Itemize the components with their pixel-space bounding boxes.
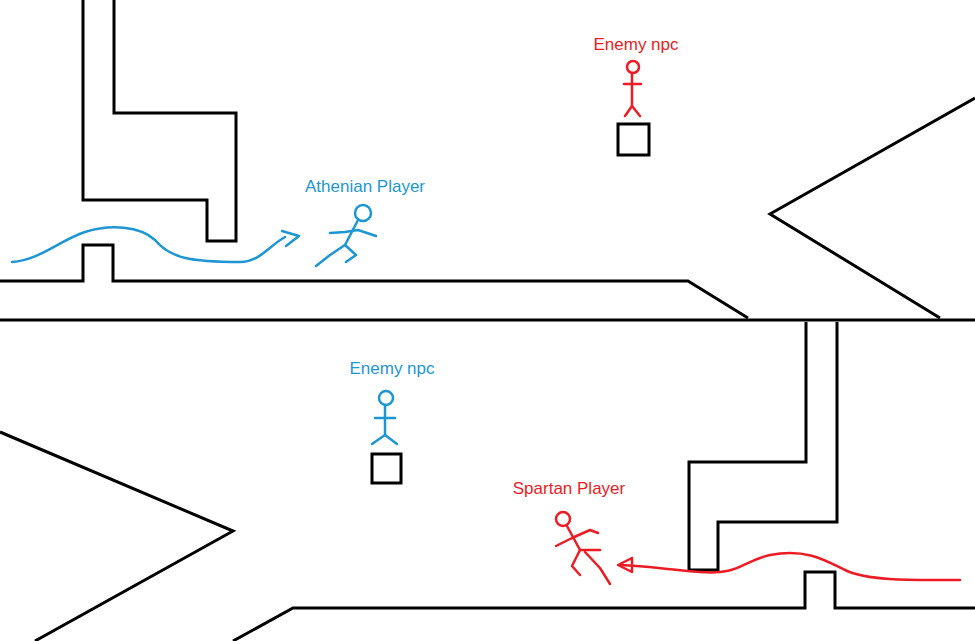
athenian-path — [12, 227, 285, 262]
upper-pillar — [83, 0, 236, 241]
lower-pillar — [689, 322, 837, 570]
enemy-figure — [372, 391, 397, 444]
enemy-label: Enemy npc — [593, 35, 678, 55]
upper-wedge — [770, 98, 975, 318]
arrow-head — [282, 231, 299, 246]
spartan-figure — [556, 512, 610, 584]
spartan-path — [620, 553, 960, 580]
arrow-head — [618, 558, 632, 572]
player-label: Spartan Player — [513, 479, 625, 499]
upper-floor — [0, 245, 748, 318]
athenian-figure — [316, 205, 376, 266]
lower-floor — [233, 572, 975, 641]
enemy-label: Enemy npc — [349, 359, 434, 379]
level-divider — [0, 319, 975, 322]
enemy-figure — [624, 61, 641, 116]
player-label: Athenian Player — [305, 177, 425, 197]
lower-wedge — [0, 432, 233, 641]
npc-block — [618, 124, 649, 155]
npc-block — [372, 454, 401, 483]
